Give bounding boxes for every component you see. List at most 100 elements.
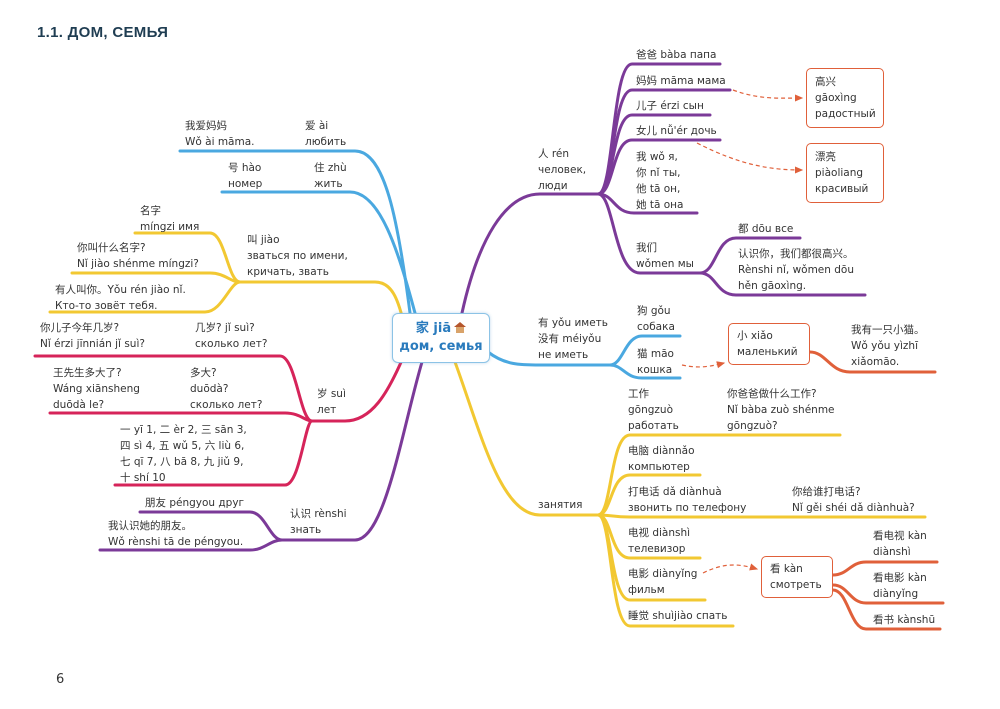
link-zhu	[220, 190, 417, 315]
link-mao	[608, 363, 682, 380]
node-text-line: не иметь	[538, 349, 589, 361]
node-jisui: 几岁? jǐ suì?сколько лет?	[195, 320, 267, 352]
node-text-line: 朋友 péngyou друг	[145, 497, 245, 509]
node-text-line: 我认识她的朋友。	[108, 520, 192, 532]
dashed-arrow-gaoxing	[732, 89, 804, 102]
node-text-line: duōdà le?	[53, 399, 105, 411]
house-icon	[454, 322, 467, 333]
node-text-line: 狗 gǒu	[637, 305, 671, 317]
link-dou-ex	[698, 271, 867, 297]
node-text-line: собака	[637, 321, 675, 333]
link-kan-dianying	[831, 583, 945, 605]
node-text-line: 妈妈 māma мама	[636, 75, 726, 87]
node-text-line: Кто-то зовёт тебя.	[55, 300, 158, 312]
central-topic: 家 jiā дом, семья	[392, 313, 490, 363]
node-text-line: 岁 suì	[317, 388, 346, 400]
node-text-line: 工作	[628, 388, 649, 400]
node-text-line: 你儿子今年几岁?	[40, 322, 120, 334]
node-text-line: 高兴	[815, 76, 836, 88]
node-text-line: кричать, звать	[247, 266, 329, 278]
node-text-line: номер	[228, 178, 263, 190]
node-renshi-ex: 我认识她的朋友。Wǒ rènshi tā de péngyou.	[108, 518, 243, 550]
link-dou	[698, 236, 802, 275]
node-dadianhua-q: 你给谁打电话? Nǐ gěi shéi dǎ diànhuà?	[792, 484, 915, 516]
node-text-line: hěn gāoxìng.	[738, 280, 807, 292]
node-text-line: 十 shí 10	[120, 472, 166, 484]
link-sui-q1	[33, 354, 314, 423]
node-text-line: маленький	[737, 346, 798, 358]
link-jiao	[234, 280, 405, 322]
node-sui-q2: 王先生多大了? Wáng xiānsheng duōdà le?	[53, 365, 140, 413]
link-nuer	[596, 138, 722, 196]
node-text-line: gāoxìng	[815, 92, 857, 104]
node-text-line: фильм	[628, 584, 665, 596]
node-text-line: люди	[538, 180, 568, 192]
node-text-line: 认识 rènshi	[290, 508, 347, 520]
node-jiao-ex: 有人叫你。Yǒu rén jiào nǐ. Кто-то зовёт тебя.	[55, 282, 186, 314]
node-text-line: жить	[314, 178, 343, 190]
node-text-line: 多大?	[190, 367, 217, 379]
node-text-line: красивый	[815, 183, 869, 195]
node-text-line: 电脑 diànnǎo	[628, 445, 695, 457]
node-shuijiao: 睡觉 shuìjiào спать	[628, 608, 727, 624]
link-jiao-q	[70, 271, 242, 284]
node-text-line: 你叫什么名字?	[77, 242, 146, 254]
node-text-line: 爱 ài	[305, 120, 329, 132]
node-nuer: 女儿 nǚ'ér дочь	[636, 123, 717, 139]
node-text-line: человек,	[538, 164, 587, 176]
node-text-line: лет	[317, 404, 337, 416]
dashed-arrow-piaoliang	[696, 142, 804, 174]
node-pronouns: 我 wǒ я,你 nǐ ты,他 tā он,她 tā она	[636, 149, 683, 213]
link-ren	[460, 192, 600, 315]
link-mao-ex	[808, 350, 937, 374]
node-text-line: Nǐ jiào shénme míngzi?	[77, 258, 199, 270]
node-jiao-q: 你叫什么名字? Nǐ jiào shénme míngzi?	[77, 240, 199, 272]
node-text-line: 我爱妈妈	[185, 120, 227, 132]
node-text-line: gōngzuò	[628, 404, 673, 416]
node-text-line: 几岁? jǐ suì?	[195, 322, 255, 334]
node-text-line: 我们	[636, 242, 657, 254]
node-text-line: 看电视 kàn	[873, 530, 927, 542]
node-numbers: 一 yī 1, 二 èr 2, 三 sān 3,四 sì 4, 五 wǔ 5, …	[120, 422, 247, 486]
node-ai-example: 我爱妈妈 Wǒ ài māma.	[185, 118, 255, 150]
node-text-line: компьютер	[628, 461, 690, 473]
node-text-line: 你给谁打电话?	[792, 486, 861, 498]
node-text-line: 有人叫你。Yǒu rén jiào nǐ.	[55, 284, 186, 296]
node-text-line: duōdà?	[190, 383, 229, 395]
node-text-line: 你 nǐ ты,	[636, 167, 681, 179]
node-text-line: 一 yī 1, 二 èr 2, 三 sān 3,	[120, 424, 247, 436]
node-text-line: 王先生多大了?	[53, 367, 122, 379]
node-text-line: 漂亮	[815, 151, 836, 163]
node-text-line: Wǒ ài māma.	[185, 136, 255, 148]
node-text-line: 电视 diànshì	[628, 527, 691, 539]
node-text-line: 儿子 érzi сын	[636, 100, 704, 112]
node-text-line: Nǐ gěi shéi dǎ diànhuà?	[792, 502, 915, 514]
node-kanshu: 看书 kànshū	[873, 612, 935, 628]
node-gou: 狗 gǒu собака	[637, 303, 675, 335]
node-text-line: занятия	[538, 499, 583, 511]
link-sui	[308, 358, 404, 423]
node-text-line: знать	[290, 524, 322, 536]
node-baba: 爸爸 bàba папа	[636, 47, 716, 63]
page-number: 6	[56, 672, 65, 687]
node-text-line: Wáng xiānsheng	[53, 383, 140, 395]
node-text-line: кошка	[637, 364, 673, 376]
node-text-line: 看 kàn	[770, 563, 803, 575]
node-text-line: 看电影 kàn	[873, 572, 927, 584]
node-text-line: сколько лет?	[190, 399, 263, 411]
node-sui: 岁 suì лет	[317, 386, 346, 418]
node-text-line: xiǎomāo.	[851, 356, 900, 368]
node-text-line: 女儿 nǚ'ér дочь	[636, 125, 717, 137]
node-text-line: Wǒ yǒu yìzhī	[851, 340, 918, 352]
node-text-line: зваться по имени,	[247, 250, 348, 262]
